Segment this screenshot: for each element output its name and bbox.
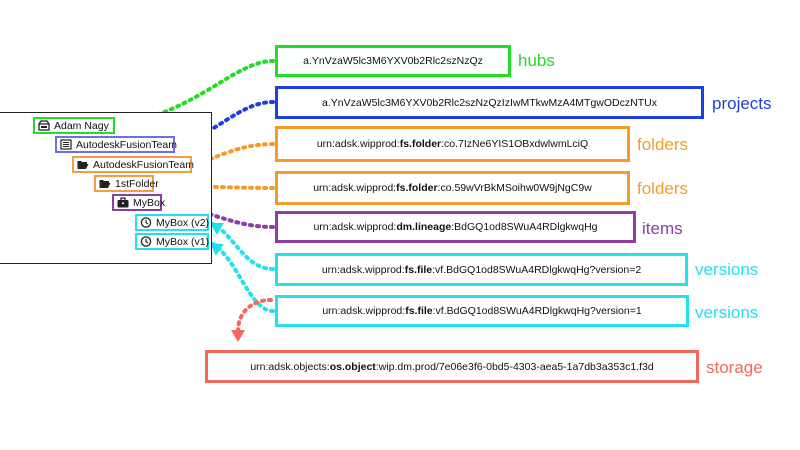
id-suffix: :vf.BdGQ1od8SWuA4RDlgkwqHg?version=2 [432,263,642,276]
tree-node-label: MyBox (v2) [156,216,210,229]
id-type: fs.file [405,305,433,317]
id-type: os.object [329,360,376,373]
tree-node-label: MyBox [133,196,166,209]
id-type: fs.folder [399,138,442,150]
id-suffix: :wip.dm.prod/7e06e3f6-0bd5-4303-aea5-1a7… [375,360,654,373]
tag-storage: storage [706,358,763,377]
hub-id-box: a.YnVzaW5lc3M6YXV0b2Rlc2szNzQz [275,45,511,77]
folder-open-icon [99,178,111,189]
id-text: a.YnVzaW5lc3M6YXV0b2Rlc2szNzQz [303,55,483,67]
id-prefix: urn:adsk.wipprod: [313,182,397,194]
clock-icon [140,217,152,228]
tree-node-hub[interactable]: Adam Nagy [33,117,115,134]
connector-arrow-line [236,298,273,333]
folder-open-icon [77,159,89,170]
arrowhead [231,330,245,342]
tree-node-label: MyBox (v1) [156,235,210,248]
tree-node-project[interactable]: AutodeskFusionTeam [55,136,177,153]
tag-versions: versions [695,260,759,279]
id-suffix: :vf.BdGQ1od8SWuA4RDlgkwqHg?version=1 [432,305,642,317]
id-suffix: :co.7IzNe6YIS1OBxdwlwmLciQ [441,138,589,150]
tree-node-folder[interactable]: AutodeskFusionTeam [72,156,194,173]
hub-icon [38,120,50,131]
id-prefix: urn:adsk.wipprod: [316,138,400,150]
id-text: a.YnVzaW5lc3M6YXV0b2Rlc2szNzQzIzIwMTkwMz… [322,96,657,109]
arrowhead [210,222,224,236]
id-suffix: :co.59wVrBkMSoihw0W9jNgC9w [437,182,592,194]
tree-node-version[interactable]: MyBox (v2) [135,214,209,231]
id-type: dm.lineage [396,221,452,233]
arrowhead [210,243,224,256]
storage-id-box: urn:adsk.objects:os.object:wip.dm.prod/7… [205,350,699,383]
id-suffix: :BdGQ1od8SWuA4RDlgkwqHg [451,221,598,233]
tree-node-item[interactable]: MyBox [112,194,166,211]
id-prefix: urn:adsk.wipprod: [321,263,405,276]
tag-projects: projects [712,94,772,113]
version-1-id-box: urn:adsk.wipprod:fs.file:vf.BdGQ1od8SWuA… [275,295,689,327]
tree-node-label: Adam Nagy [54,119,109,132]
tag-items: items [642,219,683,238]
subfolder-id-box: urn:adsk.wipprod:fs.folder:co.59wVrBkMSo… [275,171,630,205]
tag-folders: folders [637,135,689,154]
id-prefix: urn:adsk.wipprod: [322,305,406,317]
id-type: fs.file [404,263,433,276]
id-prefix: urn:adsk.wipprod: [313,221,397,233]
id-type: fs.folder [396,182,438,194]
tree-node-label: 1stFolder [115,177,159,190]
tag-folders: folders [637,179,689,198]
connector-arrow-line [211,242,275,313]
project-list-icon [60,139,72,150]
tree-node-label: AutodeskFusionTeam [76,138,177,151]
tag-hubs: hubs [518,51,555,70]
tree-node-subfolder[interactable]: 1stFolder [94,175,159,192]
tree-node-label: AutodeskFusionTeam [93,158,194,171]
tree-node-version[interactable]: MyBox (v1) [135,233,209,250]
clock-icon [140,236,152,247]
tag-versions: versions [695,303,759,322]
item-id-box: urn:adsk.wipprod:dm.lineage:BdGQ1od8SWuA… [275,211,636,243]
id-prefix: urn:adsk.objects: [250,360,330,373]
project-id-box: a.YnVzaW5lc3M6YXV0b2Rlc2szNzQzIzIwMTkwMz… [275,86,704,119]
folder-id-box: urn:adsk.wipprod:fs.folder:co.7IzNe6YIS1… [275,126,630,162]
briefcase-icon [117,197,129,208]
version-2-id-box: urn:adsk.wipprod:fs.file:vf.BdGQ1od8SWuA… [275,253,688,286]
